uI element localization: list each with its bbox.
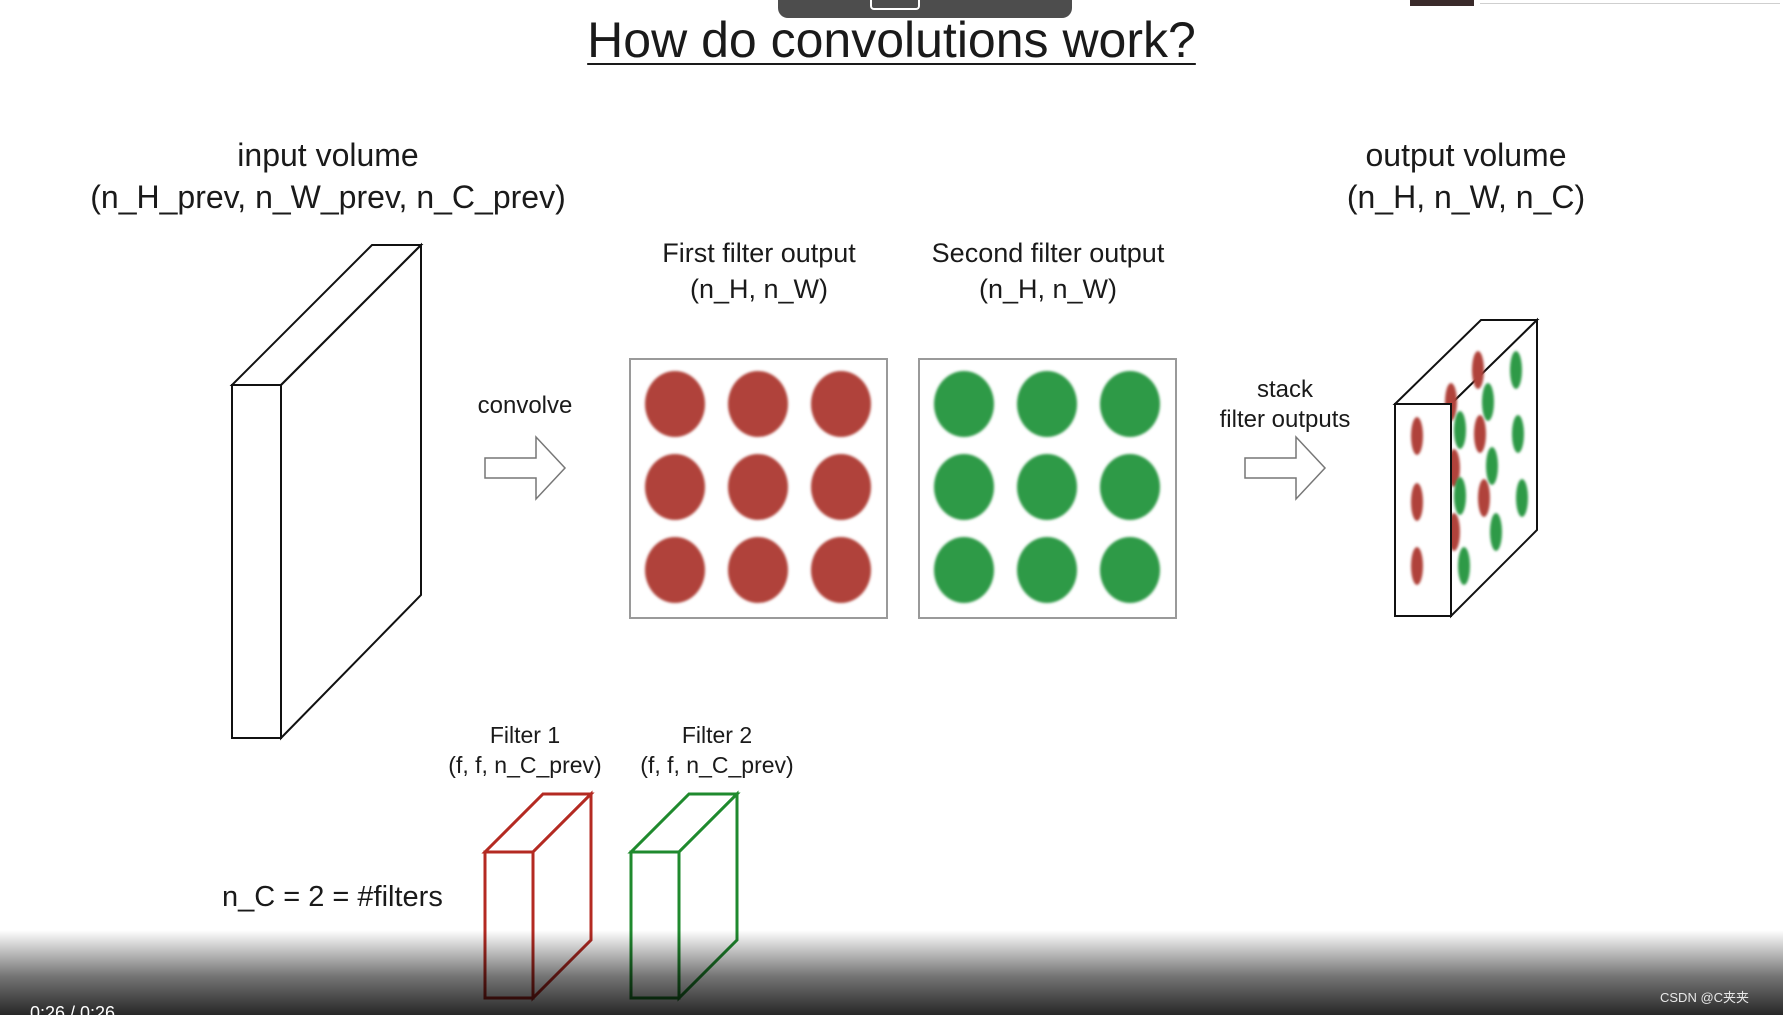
second-output-label: Second filter output bbox=[931, 238, 1165, 268]
green-output-circle bbox=[1100, 537, 1160, 603]
red-output-circle bbox=[645, 371, 705, 437]
input-volume-label: input volume bbox=[237, 137, 419, 173]
video-top-control[interactable] bbox=[778, 0, 1072, 18]
output-green-dot bbox=[1454, 477, 1466, 515]
red-output-circle bbox=[645, 537, 705, 603]
output-red-dot bbox=[1472, 351, 1484, 389]
output-red-dot bbox=[1411, 483, 1423, 521]
convolve-arrow bbox=[484, 435, 567, 501]
filter-1-label: Filter 1 bbox=[489, 722, 561, 748]
second-output-shape: (n_H, n_W) bbox=[978, 274, 1118, 304]
output-green-dot bbox=[1482, 383, 1494, 421]
output-volume-box bbox=[1392, 317, 1540, 619]
green-output-circle bbox=[1017, 371, 1077, 437]
output-red-dot bbox=[1411, 547, 1423, 585]
green-output-circle bbox=[1100, 371, 1160, 437]
green-output-circle bbox=[934, 454, 994, 520]
red-output-circle bbox=[811, 454, 871, 520]
slide-title: How do convolutions work? bbox=[587, 12, 1196, 68]
first-output-shape: (n_H, n_W) bbox=[689, 274, 829, 304]
convolve-label: convolve bbox=[477, 392, 573, 419]
output-green-dot bbox=[1486, 447, 1498, 485]
output-green-dot bbox=[1458, 547, 1470, 585]
green-output-circle bbox=[1100, 454, 1160, 520]
output-green-dot bbox=[1510, 351, 1522, 389]
first-output-label: First filter output bbox=[662, 238, 856, 268]
filter-1-shape: (f, f, n_C_prev) bbox=[448, 752, 602, 778]
output-red-dot bbox=[1478, 479, 1490, 517]
stack-arrow bbox=[1244, 435, 1327, 501]
thumbnail-strip bbox=[1410, 0, 1474, 6]
filter-2-box bbox=[627, 790, 741, 1002]
green-output-circle bbox=[1017, 454, 1077, 520]
watermark: CSDN @C夹夹 bbox=[1660, 990, 1750, 1005]
first-output-circles bbox=[645, 371, 871, 603]
red-output-circle bbox=[811, 537, 871, 603]
input-volume-shape: (n_H_prev, n_W_prev, n_C_prev) bbox=[90, 179, 566, 215]
red-output-circle bbox=[728, 454, 788, 520]
stack-label-line1: stack bbox=[1256, 376, 1313, 403]
green-output-circle bbox=[1017, 537, 1077, 603]
corner-thumbnail bbox=[1410, 0, 1783, 6]
filter-2-shape: (f, f, n_C_prev) bbox=[640, 752, 794, 778]
red-output-circle bbox=[728, 371, 788, 437]
output-volume-shape: (n_H, n_W, n_C) bbox=[1346, 179, 1586, 215]
green-output-circle bbox=[934, 537, 994, 603]
output-green-dot bbox=[1516, 479, 1528, 517]
thumbnail-line bbox=[1480, 3, 1780, 4]
red-output-circle bbox=[811, 371, 871, 437]
collapse-icon[interactable] bbox=[870, 0, 920, 10]
output-green-dot bbox=[1454, 411, 1466, 449]
nc-equation: n_C = 2 = #filters bbox=[222, 881, 443, 913]
input-volume-box bbox=[229, 242, 424, 741]
output-green-dot bbox=[1490, 513, 1502, 551]
stack-label-line2: filter outputs bbox=[1219, 406, 1351, 433]
second-output-circles bbox=[934, 371, 1160, 603]
output-green-dot bbox=[1512, 415, 1524, 453]
output-red-dot bbox=[1411, 417, 1423, 455]
output-red-dot bbox=[1474, 415, 1486, 453]
green-output-circle bbox=[934, 371, 994, 437]
video-control-bar[interactable] bbox=[0, 930, 1783, 1015]
filter-2-label: Filter 2 bbox=[681, 722, 753, 748]
red-output-circle bbox=[645, 454, 705, 520]
red-output-circle bbox=[728, 537, 788, 603]
video-time: 0:26 / 0:26 bbox=[30, 1003, 116, 1023]
output-volume-label: output volume bbox=[1365, 137, 1567, 173]
